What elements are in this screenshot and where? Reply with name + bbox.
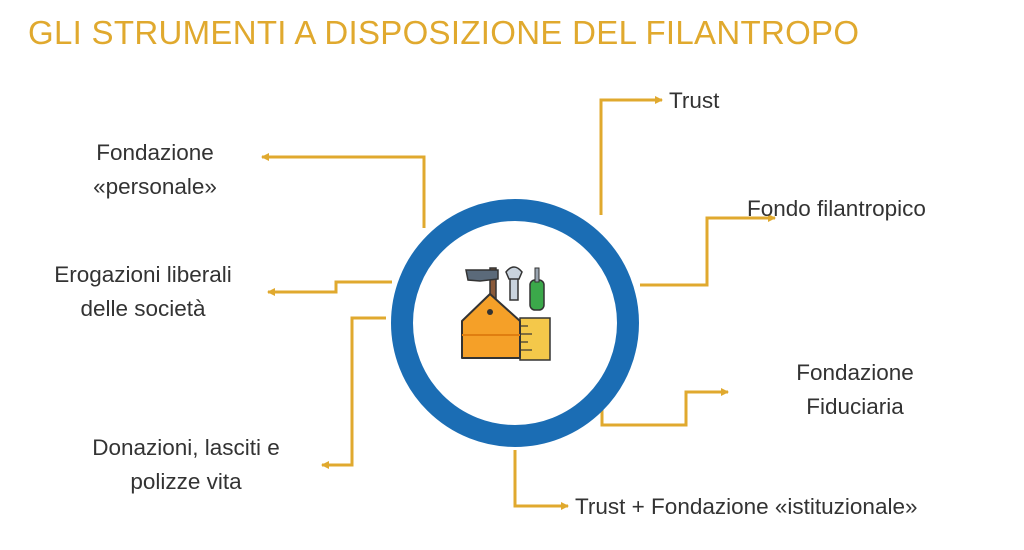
tool-label-line: delle società xyxy=(80,296,206,321)
tool-label-line: «personale» xyxy=(93,174,217,199)
tool-label-line: Fiduciaria xyxy=(806,394,904,419)
tool-fondo-filantropico: Fondo filantropico xyxy=(747,192,926,226)
connector-trust-fondazione-istituzionale xyxy=(513,450,569,510)
tool-label-line: Fondazione xyxy=(796,360,914,385)
connector-trust xyxy=(599,96,663,215)
tool-donazioni-lasciti: Donazioni, lasciti e polizze vita xyxy=(62,431,310,499)
tool-label-line: Fondazione xyxy=(96,140,214,165)
tool-label-line: Trust xyxy=(669,88,720,113)
tool-label-line: Donazioni, lasciti e xyxy=(92,435,280,460)
tool-label-line: polizze vita xyxy=(130,469,242,494)
connector-donazioni-lasciti xyxy=(321,316,386,469)
tool-fondazione-fiduciaria: Fondazione Fiduciaria xyxy=(775,356,935,424)
tool-fondazione-personale: Fondazione «personale» xyxy=(70,136,240,204)
connector-erogazioni-liberali xyxy=(267,280,392,296)
toolbox-icon xyxy=(461,266,551,361)
tool-trust: Trust xyxy=(669,84,719,118)
connector-fondazione-fiduciaria xyxy=(600,388,729,427)
tool-erogazioni-liberali: Erogazioni liberali delle società xyxy=(22,258,264,326)
connector-fondo-filantropico xyxy=(640,214,776,287)
connector-fondazione-personale xyxy=(261,153,426,228)
tool-label-line: Erogazioni liberali xyxy=(54,262,232,287)
tool-label-line: Fondo filantropico xyxy=(747,196,926,221)
tool-label-line: Trust + Fondazione «istituzionale» xyxy=(575,494,918,519)
tool-trust-fondazione-istituzionale: Trust + Fondazione «istituzionale» xyxy=(575,490,918,524)
page-title: GLI STRUMENTI A DISPOSIZIONE DEL FILANTR… xyxy=(28,14,860,51)
